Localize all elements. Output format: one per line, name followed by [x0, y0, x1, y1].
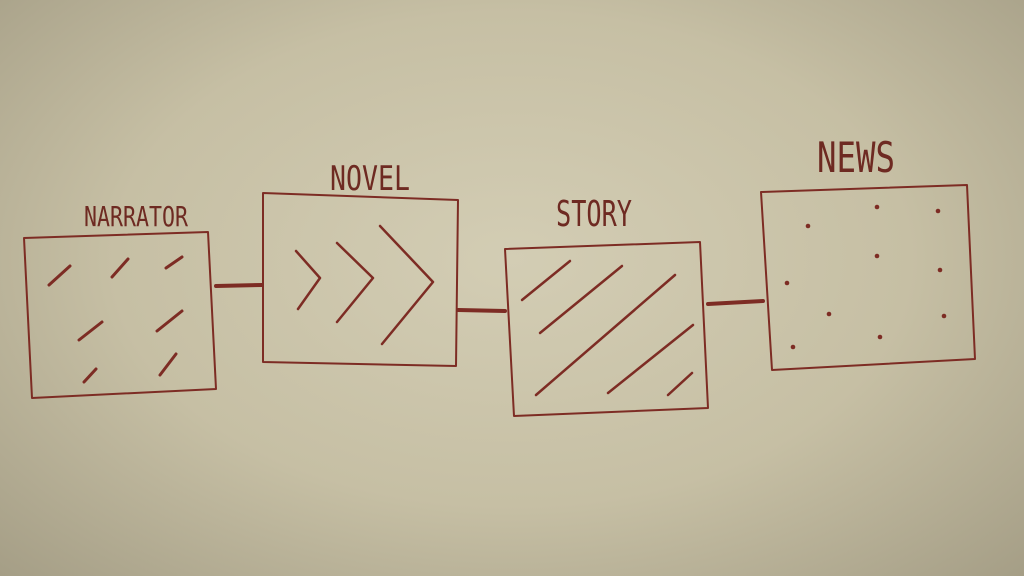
- node-box: [504, 241, 709, 417]
- dash-pattern: [47, 255, 184, 384]
- node-label: NARRATOR: [84, 200, 188, 233]
- node-news: NEWS: [760, 133, 976, 371]
- node-story: STORY: [504, 194, 709, 417]
- connectors: [214, 283, 765, 313]
- node-narrator: NARRATOR: [23, 200, 217, 399]
- node-label: NEWS: [817, 133, 895, 182]
- node-novel: NOVEL: [262, 159, 459, 367]
- node-box: [760, 184, 976, 371]
- node-label: NOVEL: [330, 159, 410, 199]
- dot-pattern: [784, 204, 947, 350]
- edge-narrator-novel: [214, 283, 264, 288]
- diagonal-pattern: [520, 259, 695, 397]
- chevron-pattern: [294, 224, 435, 346]
- node-box: [23, 231, 217, 399]
- node-box: [262, 192, 459, 367]
- edge-novel-story: [456, 308, 507, 313]
- node-label: STORY: [556, 194, 632, 235]
- edge-story-news: [706, 299, 765, 306]
